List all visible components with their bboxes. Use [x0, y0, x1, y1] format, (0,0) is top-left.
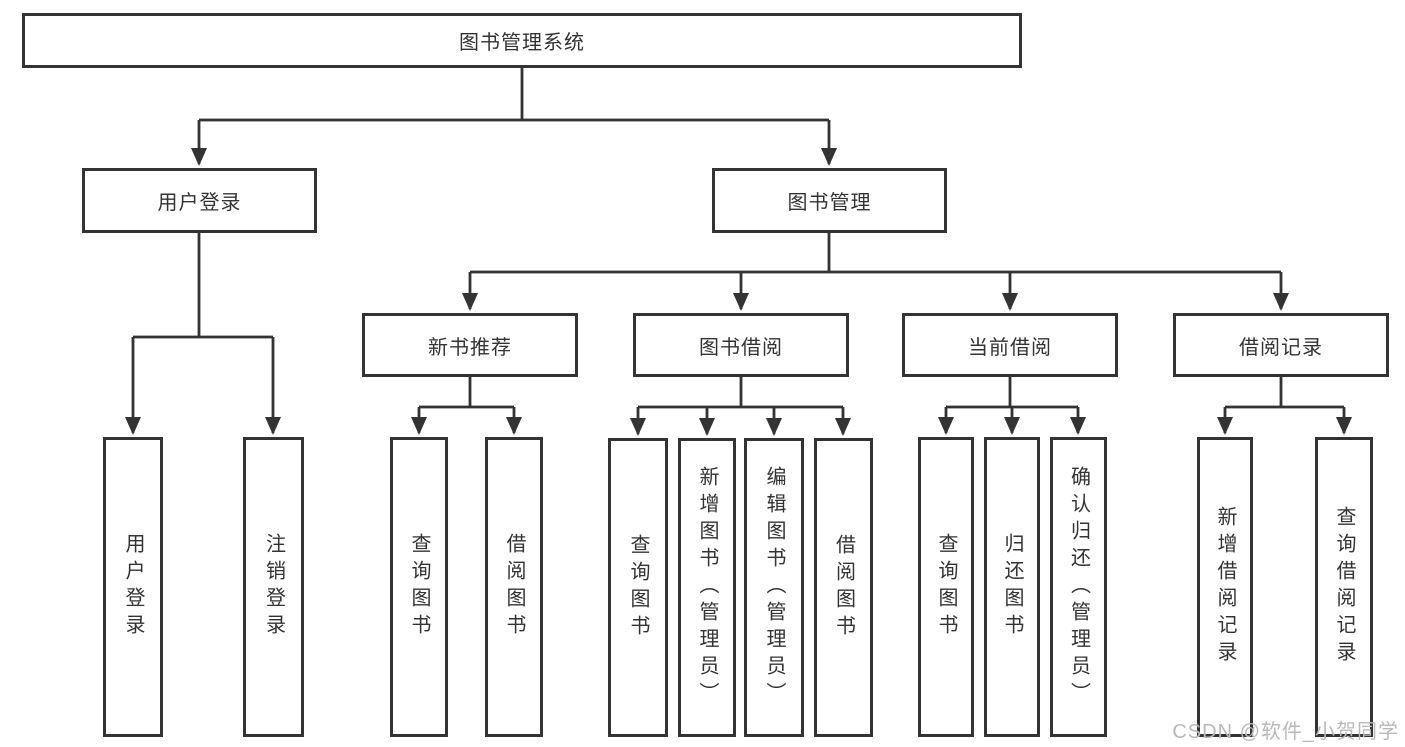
- node-user-login-label: 用户登录: [157, 192, 242, 214]
- connector-br-trunk: [1225, 377, 1344, 409]
- node-current-borrow-label: 当前借阅: [968, 336, 1052, 359]
- leaf-logout: 注销登录: [243, 437, 304, 737]
- leaf-br-add-record: 新增借阅记录: [1197, 437, 1253, 737]
- leaf-bb-query-book: 查询图书: [608, 438, 668, 737]
- node-user-login: 用户登录: [82, 168, 317, 233]
- leaf-cb-confirm-return-admin: 确认归还（管理员）: [1050, 437, 1107, 737]
- leaf-br-query-record: 查询借阅记录: [1315, 437, 1373, 737]
- leaf-cb-confirm-return-admin-label: 确认归还（管理员）: [1067, 465, 1090, 709]
- leaf-cb-return-book: 归还图书: [984, 437, 1040, 737]
- leaf-bb-edit-book-admin-label: 编辑图书（管理员）: [763, 466, 785, 709]
- node-new-book-recommend: 新书推荐: [362, 313, 578, 377]
- leaf-user-login-label: 用户登录: [122, 533, 144, 641]
- leaf-bb-query-book-label: 查询图书: [627, 533, 649, 642]
- leaf-bb-borrow-book: 借阅图书: [814, 438, 873, 737]
- connector-root-trunk: [199, 67, 829, 122]
- leaf-nbr-borrow-book: 借阅图书: [485, 437, 543, 737]
- leaf-nbr-borrow-book-label: 借阅图书: [503, 533, 525, 641]
- leaf-bb-borrow-book-label: 借阅图书: [832, 533, 855, 642]
- node-book-borrow-label: 图书借阅: [699, 336, 783, 359]
- leaf-cb-return-book-label: 归还图书: [1001, 533, 1023, 641]
- node-book-management: 图书管理: [712, 168, 947, 233]
- node-book-management-label: 图书管理: [787, 192, 872, 214]
- leaf-cb-query-book-label: 查询图书: [935, 533, 957, 641]
- connector-cb-trunk: [946, 377, 1078, 409]
- leaf-user-login: 用户登录: [103, 437, 163, 737]
- node-root-label: 图书管理系统: [459, 32, 585, 54]
- connector-user-login-trunk: [133, 233, 273, 339]
- leaf-br-query-record-label: 查询借阅记录: [1333, 506, 1355, 668]
- leaf-bb-add-book-admin-label: 新增图书（管理员）: [696, 466, 718, 709]
- leaf-logout-label: 注销登录: [262, 533, 285, 641]
- leaf-bb-edit-book-admin: 编辑图书（管理员）: [744, 438, 804, 737]
- leaf-br-add-record-label: 新增借阅记录: [1214, 506, 1236, 668]
- leaf-nbr-query-book-label: 查询图书: [408, 533, 430, 641]
- leaf-bb-add-book-admin: 新增图书（管理员）: [678, 438, 736, 737]
- csdn-watermark: CSDN @软件_小贺同学: [1172, 721, 1399, 743]
- connector-book-management-trunk: [470, 232, 1281, 274]
- node-book-borrow: 图书借阅: [633, 313, 849, 377]
- node-new-book-recommend-label: 新书推荐: [428, 336, 512, 359]
- leaf-cb-query-book: 查询图书: [918, 437, 974, 737]
- leaf-nbr-query-book: 查询图书: [390, 437, 448, 737]
- connector-bb-trunk: [638, 377, 843, 409]
- node-root: 图书管理系统: [22, 13, 1022, 68]
- node-current-borrow: 当前借阅: [902, 313, 1118, 377]
- node-borrow-record: 借阅记录: [1173, 313, 1389, 377]
- node-borrow-record-label: 借阅记录: [1239, 336, 1323, 359]
- connector-nbr-trunk: [419, 377, 514, 409]
